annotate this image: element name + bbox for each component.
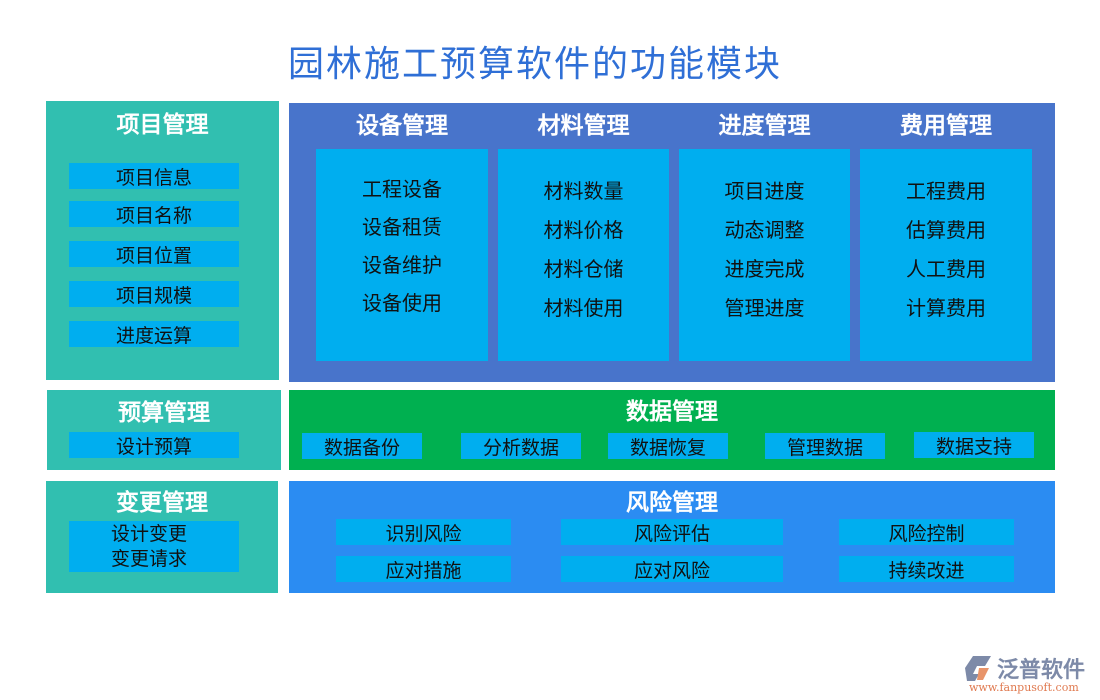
data-management-title: 数据管理 [626,398,718,425]
project-management-title: 项目管理 [116,111,209,138]
data-item: 管理数据 [765,433,885,459]
logo-url: www.fanpusoft.com [969,681,1079,694]
cost-module: 工程费用 估算费用 人工费用 计算费用 [860,149,1032,361]
risk-item: 风险评估 [561,519,783,545]
module-item: 设备使用 [362,290,442,315]
module-item: 材料仓储 [543,257,624,281]
change-item: 设计变更 [111,522,188,545]
module-item: 材料数量 [543,179,624,203]
budget-management-title: 预算管理 [118,399,210,426]
module-title: 进度管理 [718,112,811,139]
module-item: 人工费用 [906,257,986,281]
risk-item: 风险控制 [839,519,1014,545]
project-item: 项目信息 [69,163,239,189]
logo-name: 泛普软件 [997,658,1086,683]
material-module: 材料数量 材料价格 材料仓储 材料使用 [498,149,669,361]
module-item: 估算费用 [906,218,986,242]
module-item: 材料价格 [543,218,624,242]
module-item: 管理进度 [724,296,805,320]
project-item: 项目规模 [69,281,239,307]
module-item: 动态调整 [724,218,805,242]
module-item: 计算费用 [906,296,986,320]
project-item: 进度运算 [69,321,239,347]
budget-item: 设计预算 [69,432,239,458]
project-item: 项目位置 [69,241,239,267]
fanpu-logo: 泛普软件 www.fanpusoft.com [965,650,1090,695]
data-item: 数据恢复 [608,433,728,459]
module-item: 材料使用 [543,296,624,320]
change-item: 变更请求 [111,547,188,570]
change-management-title: 变更管理 [116,489,208,516]
risk-management-title: 风险管理 [626,489,718,516]
module-item: 进度完成 [724,257,805,281]
change-items: 设计变更 变更请求 [69,521,239,572]
risk-item: 应对风险 [561,556,783,582]
schedule-module: 项目进度 动态调整 进度完成 管理进度 [679,149,850,361]
module-item: 项目进度 [724,179,805,203]
risk-item: 识别风险 [336,519,511,545]
module-item: 工程设备 [362,176,442,201]
page-title: 园林施工预算软件的功能模块 [287,44,782,85]
equipment-module: 工程设备 设备租赁 设备维护 设备使用 [316,149,488,361]
fanpu-logo-icon [965,656,991,681]
module-title: 费用管理 [900,112,992,139]
project-item: 项目名称 [69,201,239,227]
module-title: 设备管理 [356,112,448,139]
data-item: 分析数据 [461,433,581,459]
risk-item: 应对措施 [336,556,511,582]
module-item: 工程费用 [906,179,986,203]
module-item: 设备维护 [362,252,442,277]
module-item: 设备租赁 [362,214,442,239]
module-title: 材料管理 [537,112,630,139]
data-item: 数据备份 [302,433,422,459]
data-item: 数据支持 [914,432,1034,458]
risk-item: 持续改进 [839,556,1014,582]
